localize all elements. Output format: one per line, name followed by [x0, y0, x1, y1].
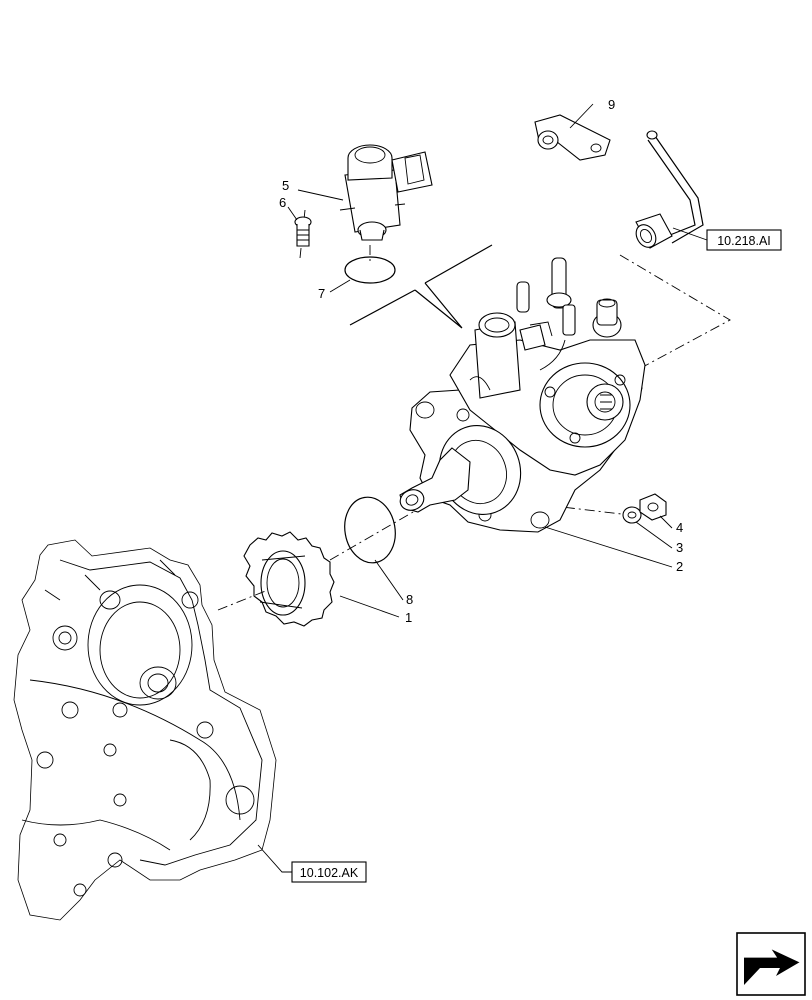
fuel-return-pipe [635, 130, 704, 249]
hex-nut [639, 493, 667, 521]
callout-1: 1 [405, 610, 412, 625]
callout-4: 4 [676, 520, 683, 535]
washer [622, 506, 642, 524]
leader-1 [339, 595, 400, 618]
timing-cover-reference-label: 10.102.AK [300, 866, 359, 880]
callout-2: 2 [676, 559, 683, 574]
o-ring-7 [344, 256, 396, 284]
fuel-metering-unit [339, 144, 433, 241]
o-ring-8 [344, 496, 396, 564]
leader-8 [374, 559, 404, 601]
timing-cover-housing [13, 539, 277, 921]
next-page-arrow-icon[interactable] [736, 932, 806, 996]
callout-7: 7 [318, 286, 325, 301]
callout-6: 6 [279, 195, 286, 210]
leader-4 [659, 515, 673, 529]
fuel-line-reference-label: 10.218.AI [717, 234, 771, 248]
leader-6 [287, 206, 298, 221]
leader-7 [329, 279, 351, 293]
callout-8: 8 [406, 592, 413, 607]
bracket [534, 114, 611, 161]
callout-3: 3 [676, 540, 683, 555]
drive-gear [243, 531, 335, 627]
high-pressure-pump [399, 257, 646, 533]
bolt [294, 216, 312, 247]
leader-9 [569, 103, 594, 129]
timing-cover-reference[interactable]: 10.102.AK [291, 861, 367, 883]
callout-5: 5 [282, 178, 289, 193]
leader-3 [635, 521, 673, 549]
fuel-line-reference[interactable]: 10.218.AI [706, 229, 782, 251]
leader-2 [544, 526, 673, 568]
leader-5 [297, 189, 344, 201]
callout-9: 9 [608, 97, 615, 112]
